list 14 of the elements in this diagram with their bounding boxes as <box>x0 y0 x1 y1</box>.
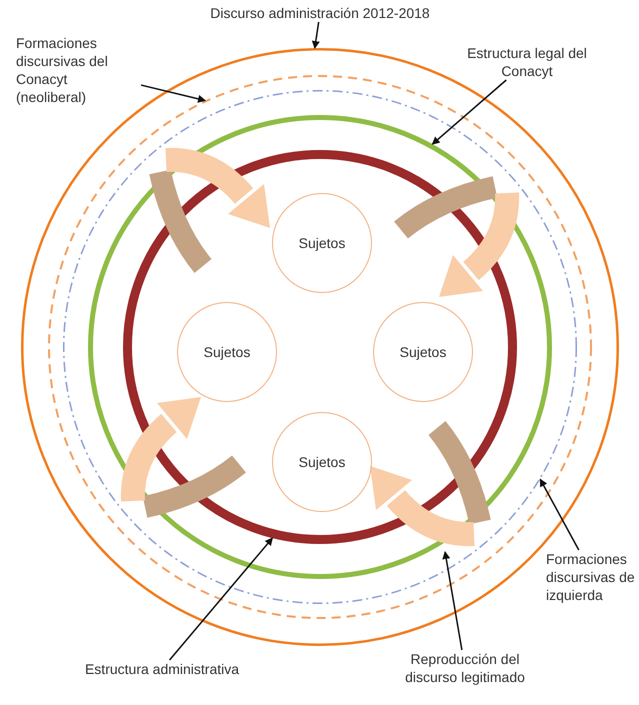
callout-label: Formaciones discursivas del Conacyt (neoliberal) <box>16 34 141 106</box>
leader-line <box>140 84 206 103</box>
callout-label: Formaciones discursivas de izquierda <box>546 550 639 604</box>
subject-circle: Sujetos <box>272 193 372 293</box>
leader-line <box>432 79 507 145</box>
callout-label: Discurso administración 2012-2018 <box>180 4 460 22</box>
callout-label: Estructura administrativa <box>62 660 262 678</box>
subject-circle: Sujetos <box>373 302 473 402</box>
leader-line <box>169 537 273 660</box>
leader-line <box>540 478 580 550</box>
leader-line <box>442 551 463 650</box>
callout-label: Estructura legal del Conacyt <box>462 44 592 80</box>
leader-line <box>312 22 320 50</box>
callout-label: Reproducción del discurso legitimado <box>395 650 535 686</box>
